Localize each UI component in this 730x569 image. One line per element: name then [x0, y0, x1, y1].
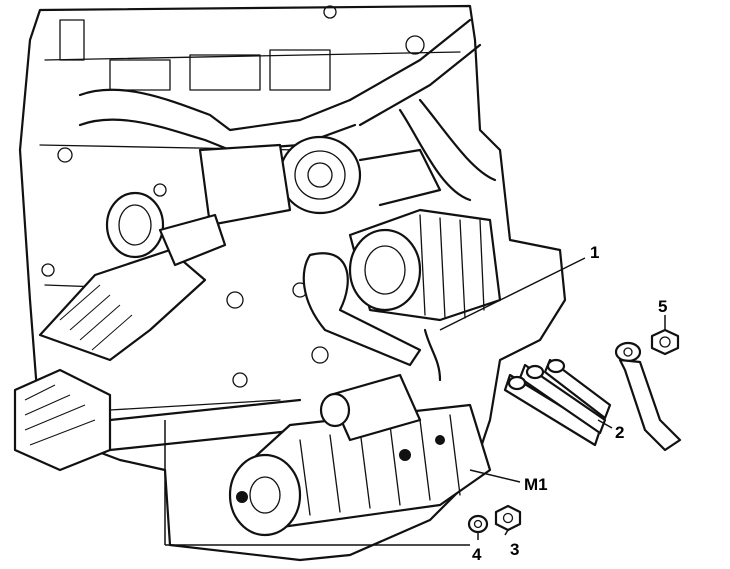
nut-3 [494, 504, 522, 532]
ground-cable [614, 341, 682, 452]
crankshaft-pulley [13, 368, 302, 472]
callout-m1: M1 [524, 475, 548, 494]
starter-motor [228, 328, 492, 537]
nut-5 [650, 328, 680, 356]
intake-duct [38, 191, 227, 362]
exhaust-manifold [78, 18, 497, 202]
battery-cables [503, 358, 612, 447]
callout-2: 2 [615, 423, 624, 442]
alternator [302, 208, 502, 367]
callout-4: 4 [472, 545, 482, 564]
callout-3: 3 [510, 540, 519, 559]
callout-5: 5 [658, 297, 667, 316]
turbocharger [198, 135, 442, 227]
washer-4 [467, 514, 489, 534]
leader-lines [164, 257, 666, 546]
callout-1: 1 [590, 243, 599, 262]
